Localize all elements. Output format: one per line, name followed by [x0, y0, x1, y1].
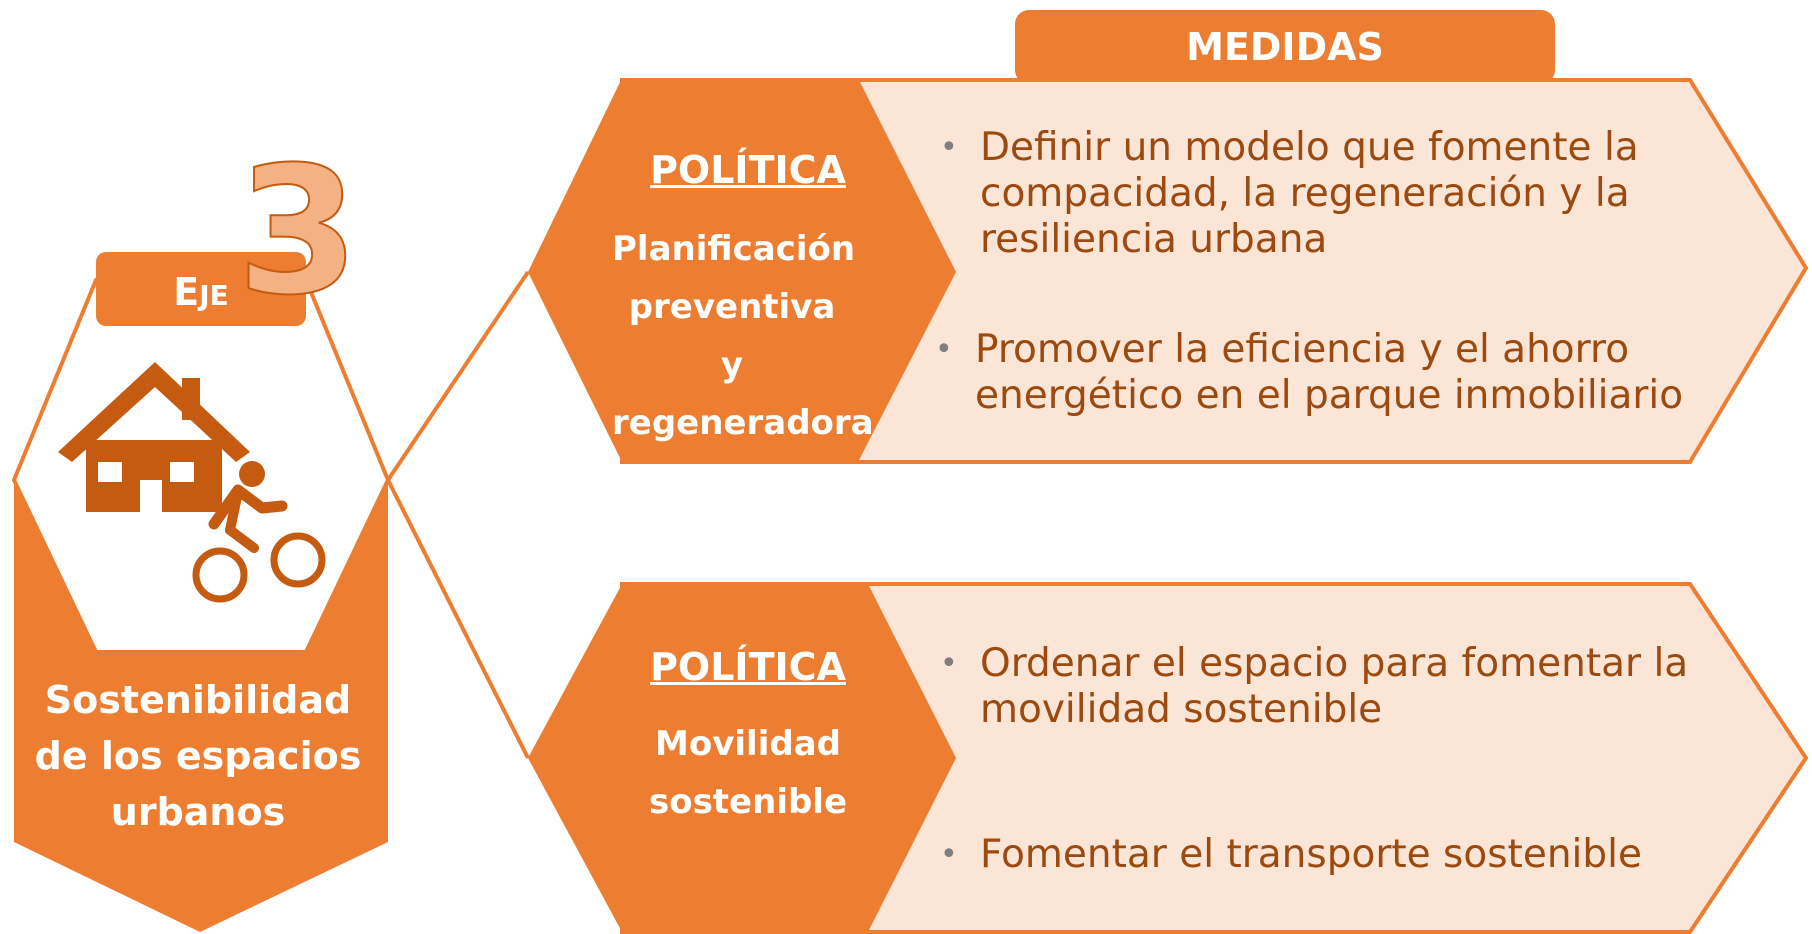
policy-name-line: preventiva y — [628, 287, 836, 385]
measure-text: Fomentar el transporte sostenible — [980, 832, 1642, 878]
measure-text: Promover la eficiencia y el ahorro energ… — [975, 327, 1683, 419]
measure-line: resiliencia urbana — [980, 217, 1328, 262]
bullet-dot: • — [940, 130, 958, 165]
medidas-tab — [1015, 10, 1555, 84]
measure-text: Definir un modelo que fomente la compaci… — [980, 125, 1639, 263]
policy-name-line: Planificación — [612, 229, 856, 269]
policy-name: Movilidad sostenible — [628, 715, 868, 831]
measure-item: • Promover la eficiencia y el ahorro ene… — [935, 327, 1705, 419]
measure-item: • Definir un modelo que fomente la compa… — [940, 125, 1680, 263]
policy-hexagon-bottom — [528, 584, 956, 932]
eje-label-rest: JE — [199, 279, 229, 312]
policy-heading: POLÍTICA — [650, 645, 846, 689]
policy-name-line: sostenible — [648, 782, 848, 822]
bullet-dot: • — [935, 332, 953, 367]
bullet-dot: • — [940, 646, 958, 681]
policy-heading: POLÍTICA — [650, 148, 846, 192]
axis-title-line: urbanos — [110, 790, 286, 834]
policy-name: Planificación preventiva y regeneradora — [612, 220, 874, 452]
measure-line: Ordenar el espacio para fomentar la — [980, 641, 1689, 686]
axis-pennant — [14, 480, 388, 932]
measure-text: Ordenar el espacio para fomentar la movi… — [980, 641, 1688, 733]
connector-top — [386, 270, 530, 482]
eje-tab — [96, 252, 306, 326]
axis-title-line: Sostenibilidad — [44, 678, 352, 722]
medidas-label: MEDIDAS — [1186, 25, 1384, 69]
bullet-dot: • — [940, 837, 958, 872]
measure-item: • Fomentar el transporte sostenible — [940, 832, 1700, 878]
axis-title-line: de los espacios — [34, 734, 362, 778]
eje-label: EJE — [96, 252, 306, 326]
axis-title: Sostenibilidad de los espacios urbanos — [8, 672, 388, 840]
measure-line: movilidad sostenible — [980, 687, 1383, 732]
axis-number: 3 — [237, 129, 359, 334]
connector-bottom — [386, 479, 530, 759]
measure-line: Definir un modelo que fomente la — [980, 125, 1639, 170]
measure-line: compacidad, la regeneración y la — [980, 171, 1630, 216]
measure-line: Promover la eficiencia y el ahorro — [975, 327, 1630, 372]
policy-name-line: Movilidad — [655, 724, 841, 764]
measure-line: energético en el parque inmobiliario — [975, 373, 1684, 418]
policy-name-line: regeneradora — [612, 403, 874, 443]
measure-item: • Ordenar el espacio para fomentar la mo… — [940, 641, 1700, 733]
policy-hexagon-top — [528, 78, 956, 462]
eje-label-initial: E — [173, 270, 200, 314]
measure-line: Fomentar el transporte sostenible — [980, 832, 1642, 877]
house-and-cyclist-icon — [58, 362, 326, 603]
